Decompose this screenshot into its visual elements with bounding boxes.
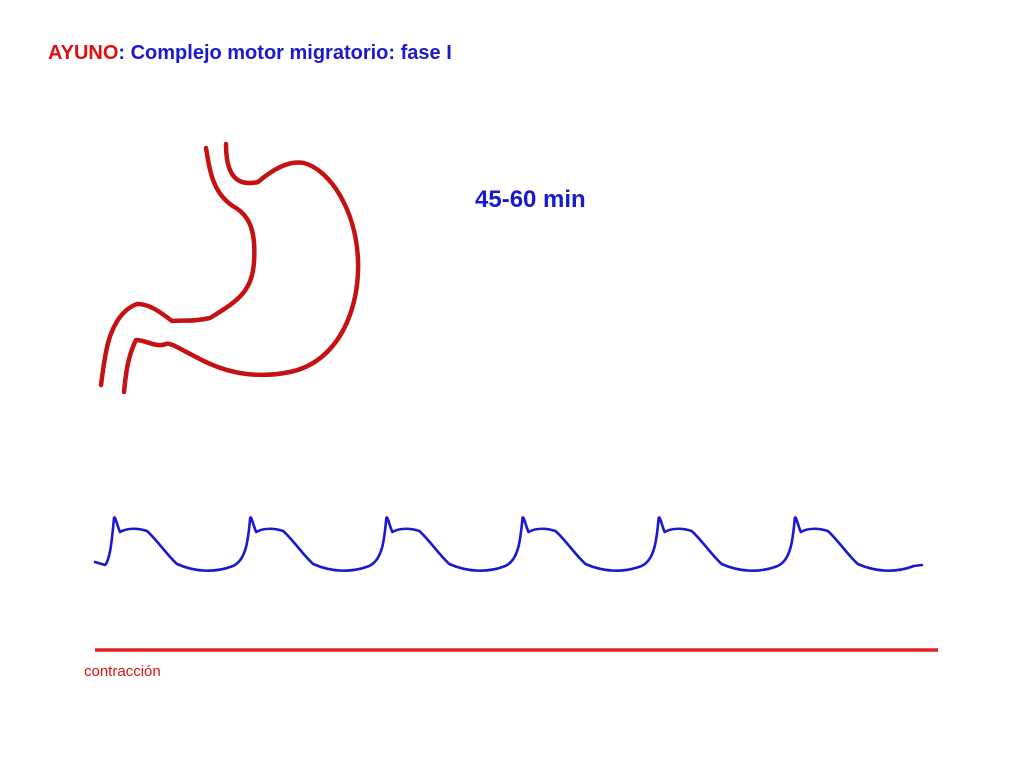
stomach-inner-wall (121, 141, 361, 395)
duration-label: 45-60 min (475, 186, 586, 213)
title-text: : Complejo motor migratorio: fase I (118, 42, 452, 64)
motility-wave-trace (93, 516, 924, 572)
title-highlight: AYUNO (48, 42, 119, 64)
stomach-outer-wall (98, 145, 257, 388)
slide-title: AYUNO: Complejo motor migratorio: fase I (48, 42, 452, 65)
contraction-label: contracción (84, 663, 161, 680)
